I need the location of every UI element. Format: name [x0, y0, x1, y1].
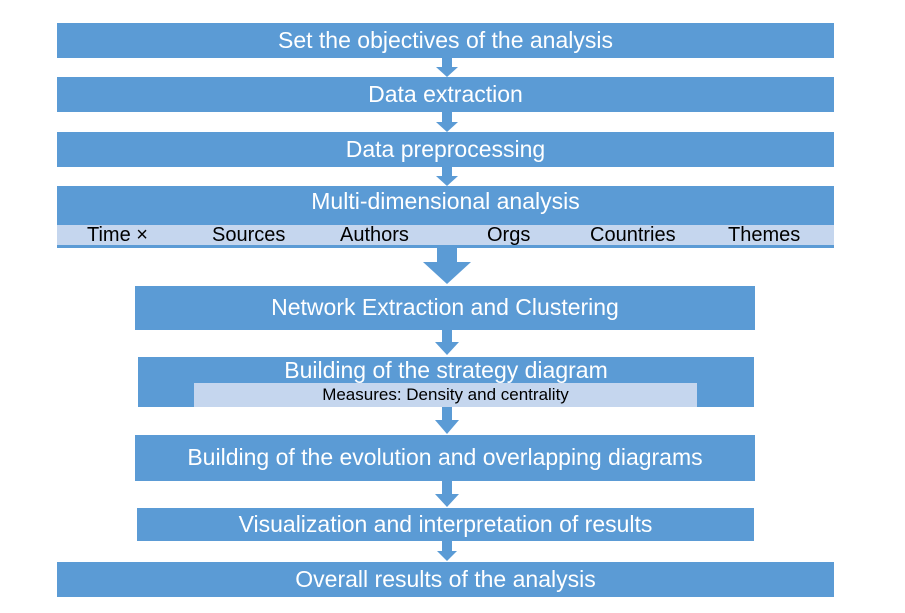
dimensions-bar: Time × Sources Authors Orgs Countries Th…	[57, 225, 834, 245]
arrow-down-icon	[435, 407, 459, 434]
arrow-down-icon	[436, 58, 458, 77]
step-evolution: Building of the evolution and overlappin…	[135, 435, 755, 481]
step-objectives: Set the objectives of the analysis	[57, 23, 834, 58]
dimension-authors: Authors	[340, 224, 409, 246]
step-overall: Overall results of the analysis	[57, 562, 834, 597]
dimension-time: Time ×	[87, 224, 148, 246]
dimension-themes: Themes	[728, 224, 801, 246]
step-strategy-label: Building of the strategy diagram	[284, 357, 608, 383]
step-extraction-label: Data extraction	[368, 81, 523, 107]
step-multidim-label: Multi-dimensional analysis	[311, 188, 580, 214]
dimension-sources: Sources	[212, 224, 286, 246]
step-preprocessing-label: Data preprocessing	[345, 136, 546, 162]
step-visualization: Visualization and interpretation of resu…	[137, 508, 754, 541]
step-overall-label: Overall results of the analysis	[295, 566, 596, 592]
arrow-down-icon	[437, 541, 457, 561]
strategy-measures-bar: Measures: Density and centrality	[194, 383, 697, 407]
step-network-label: Network Extraction and Clustering	[271, 294, 619, 320]
arrow-down-icon	[423, 248, 471, 284]
arrow-down-icon	[436, 112, 458, 132]
dimension-orgs: Orgs	[487, 224, 531, 246]
step-objectives-label: Set the objectives of the analysis	[278, 27, 613, 53]
arrow-down-icon	[435, 330, 459, 355]
dimension-countries: Countries	[590, 224, 676, 246]
step-visualization-label: Visualization and interpretation of resu…	[238, 511, 653, 537]
step-evolution-label: Building of the evolution and overlappin…	[187, 444, 703, 470]
arrow-down-icon	[435, 481, 459, 507]
step-extraction: Data extraction	[57, 77, 834, 112]
strategy-measures-label: Measures: Density and centrality	[322, 385, 569, 404]
step-network: Network Extraction and Clustering	[135, 286, 755, 330]
step-preprocessing: Data preprocessing	[57, 132, 834, 167]
arrow-down-icon	[436, 167, 458, 186]
